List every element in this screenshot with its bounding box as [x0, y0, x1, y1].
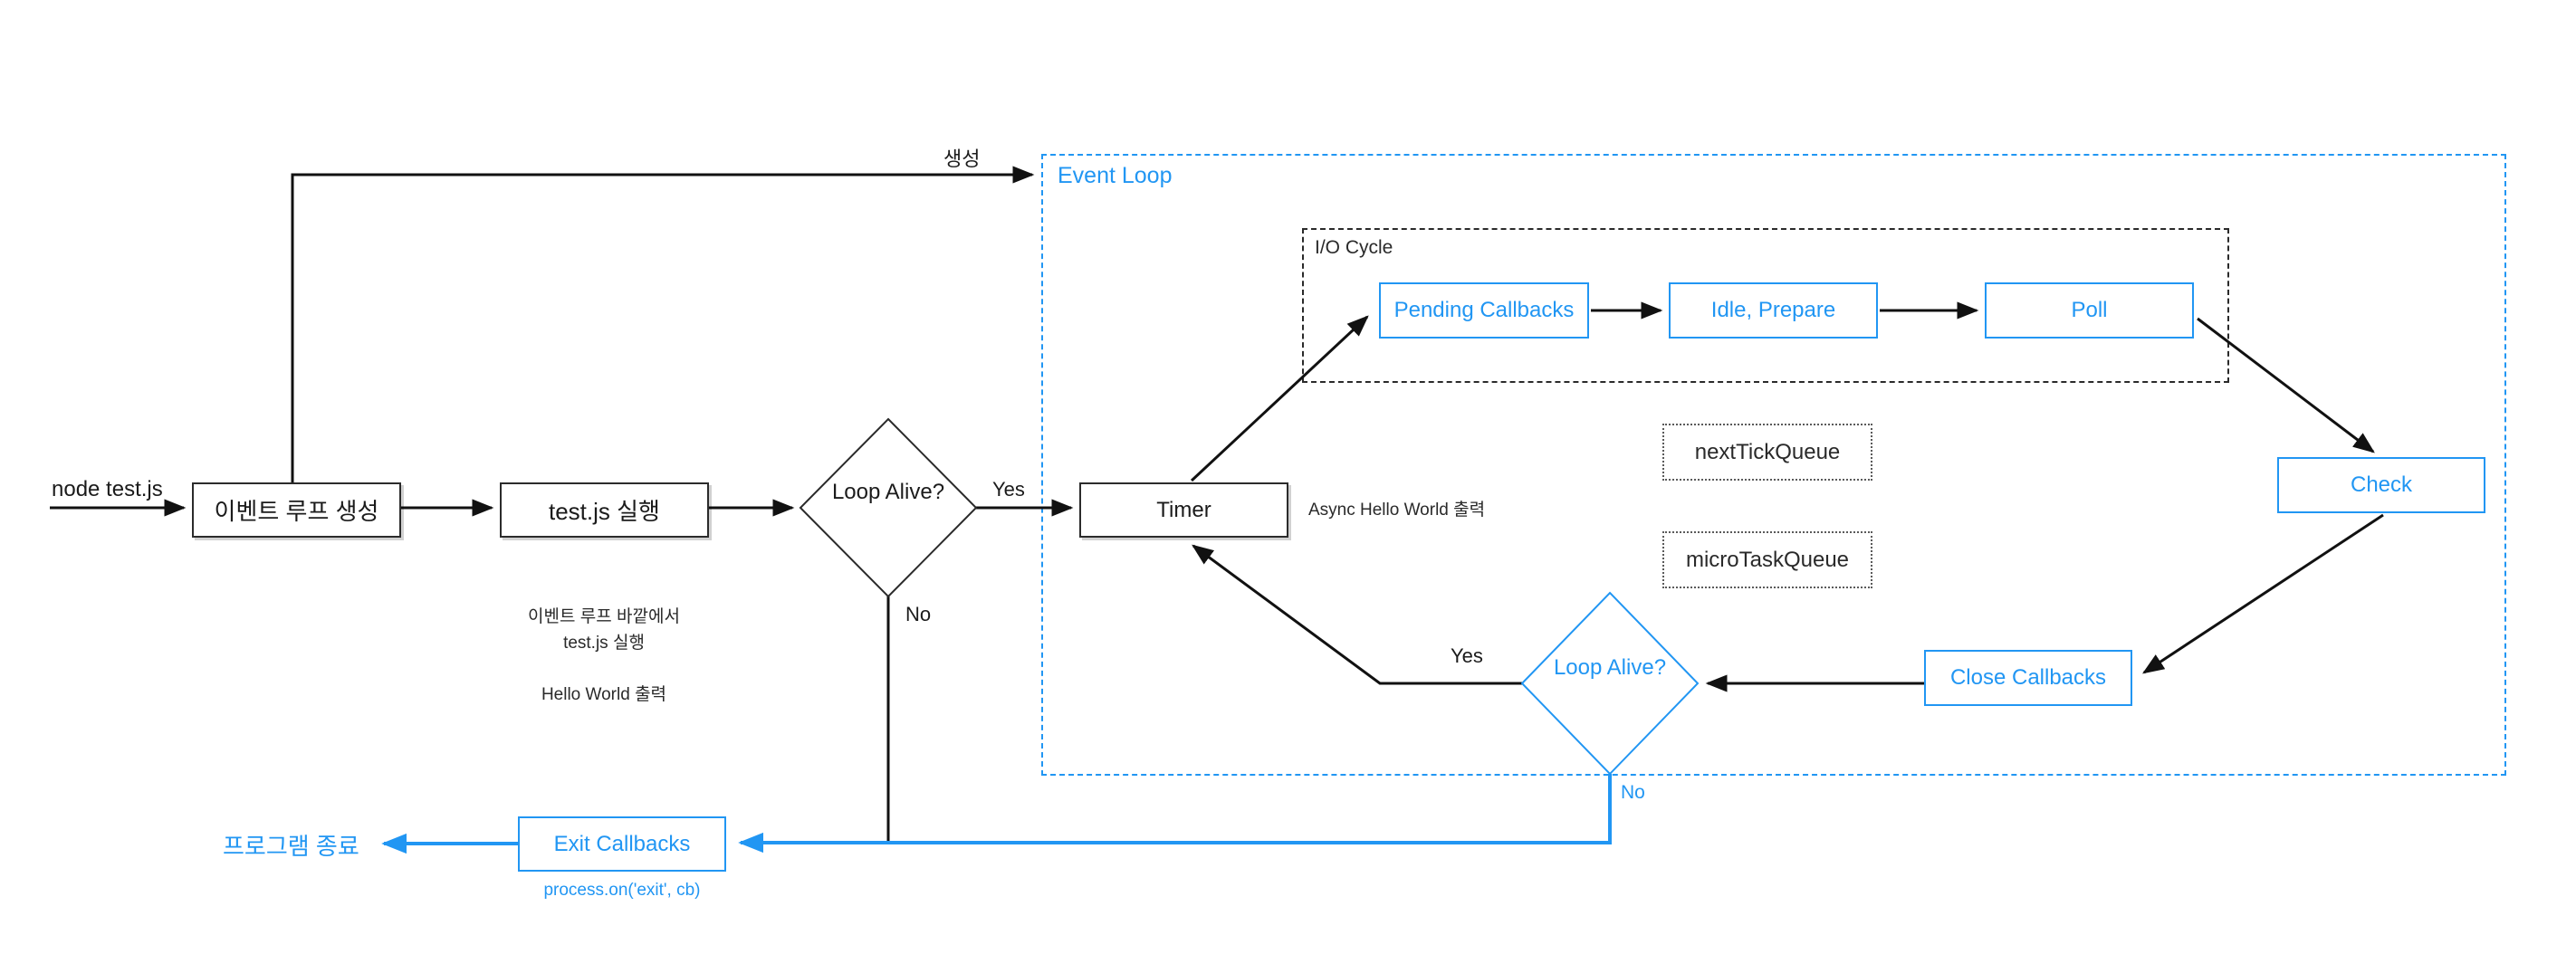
io-cycle-label: I/O Cycle [1315, 237, 1393, 258]
async-output-note: Async Hello World 출력 [1308, 501, 1486, 520]
run-test-note: 이벤트 루프 바깥에서 test.js 실행 [459, 605, 749, 656]
node-next-tick-queue: nextTickQueue [1662, 424, 1872, 481]
node-micro-task-queue: microTaskQueue [1662, 531, 1872, 588]
yes2-label: Yes [1451, 644, 1483, 667]
node-close-callbacks: Close Callbacks [1924, 650, 2132, 706]
no2-label: No [1621, 782, 1645, 803]
node-check: Check [2277, 457, 2485, 513]
node-run-testjs: test.js 실행 [500, 482, 709, 538]
event-loop-region [1041, 154, 2506, 776]
no1-label: No [905, 603, 932, 625]
hello-output-note: Hello World 출력 [541, 685, 667, 704]
node-exit-callbacks: Exit Callbacks [518, 816, 726, 872]
loop-alive1-label: Loop Alive? [831, 480, 945, 504]
node-pending-callbacks: Pending Callbacks [1379, 282, 1589, 339]
terminate-label: 프로그램 종료 [223, 833, 359, 860]
node-poll: Poll [1985, 282, 2194, 339]
event-loop-label: Event Loop [1058, 163, 1173, 188]
loop-alive2-label: Loop Alive? [1553, 655, 1667, 680]
start-command-label: node test.js [52, 477, 163, 501]
run-test-note-line1: 이벤트 루프 바깥에서 [528, 607, 680, 626]
node-timer: Timer [1079, 482, 1288, 538]
arrow-create-loop-to-event-loop [291, 166, 1035, 482]
line-no2-to-exit-callbacks [738, 774, 1612, 854]
yes1-label: Yes [992, 478, 1025, 501]
process-on-exit-note: process.on('exit', cb) [543, 881, 701, 900]
run-test-note-line2: test.js 실행 [563, 633, 645, 653]
loop-alive1-diamond [799, 417, 978, 598]
io-cycle-region [1302, 228, 2229, 383]
create-label: 생성 [943, 148, 981, 170]
node-create-event-loop: 이벤트 루프 생성 [192, 482, 401, 538]
node-idle-prepare: Idle, Prepare [1669, 282, 1878, 339]
